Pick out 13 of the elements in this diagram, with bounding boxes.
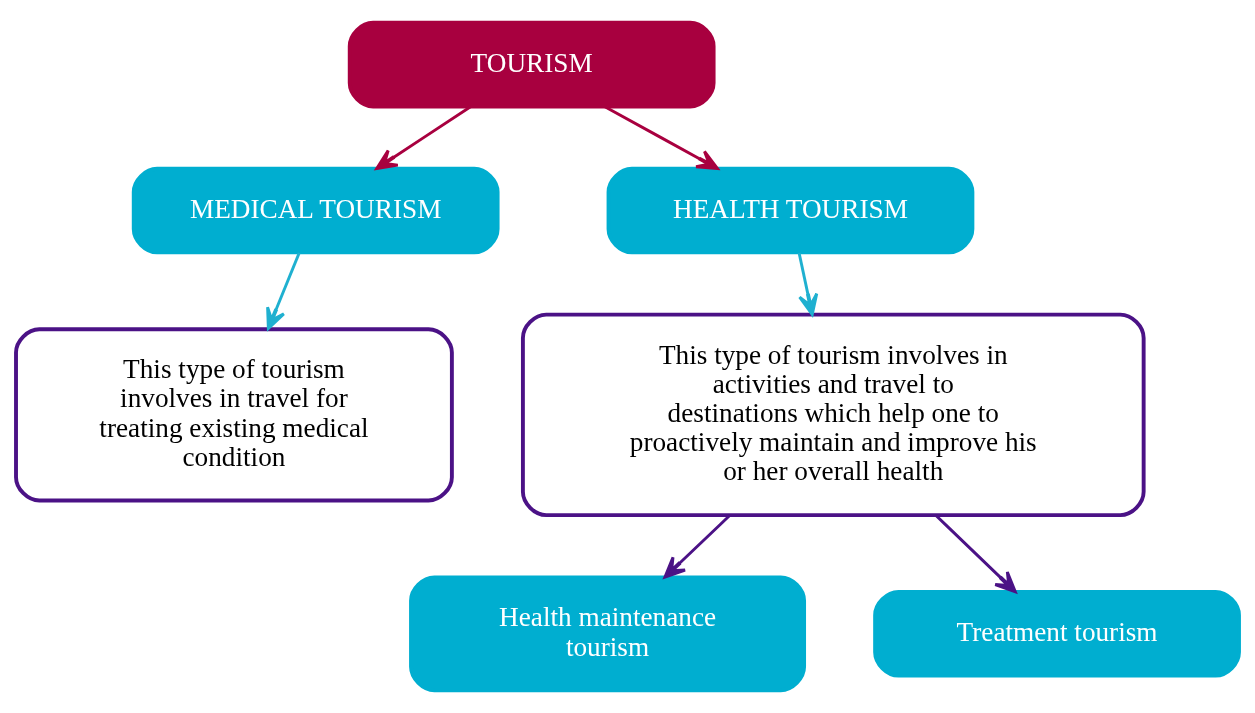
node-box: This type of tourism involves in travel for treating existing medical condition: [14, 327, 454, 503]
node-box: MEDICAL TOURISM: [131, 166, 500, 255]
node-box: This type of tourism involves in activities and travel to destinations which help one to proactively maintain and improve his or her overall health: [520, 312, 1146, 518]
arrow: [603, 105, 719, 170]
node-box: TOURISM: [347, 20, 716, 109]
arrow: [663, 514, 731, 579]
arrow: [375, 105, 472, 170]
node-box: Health maintenance tourism: [409, 575, 807, 693]
arrow: [797, 252, 819, 316]
node-box: Treatment tourism: [873, 590, 1241, 678]
arrow: [935, 514, 1017, 594]
arrow: [266, 252, 301, 330]
node-box: HEALTH TOURISM: [606, 166, 975, 255]
